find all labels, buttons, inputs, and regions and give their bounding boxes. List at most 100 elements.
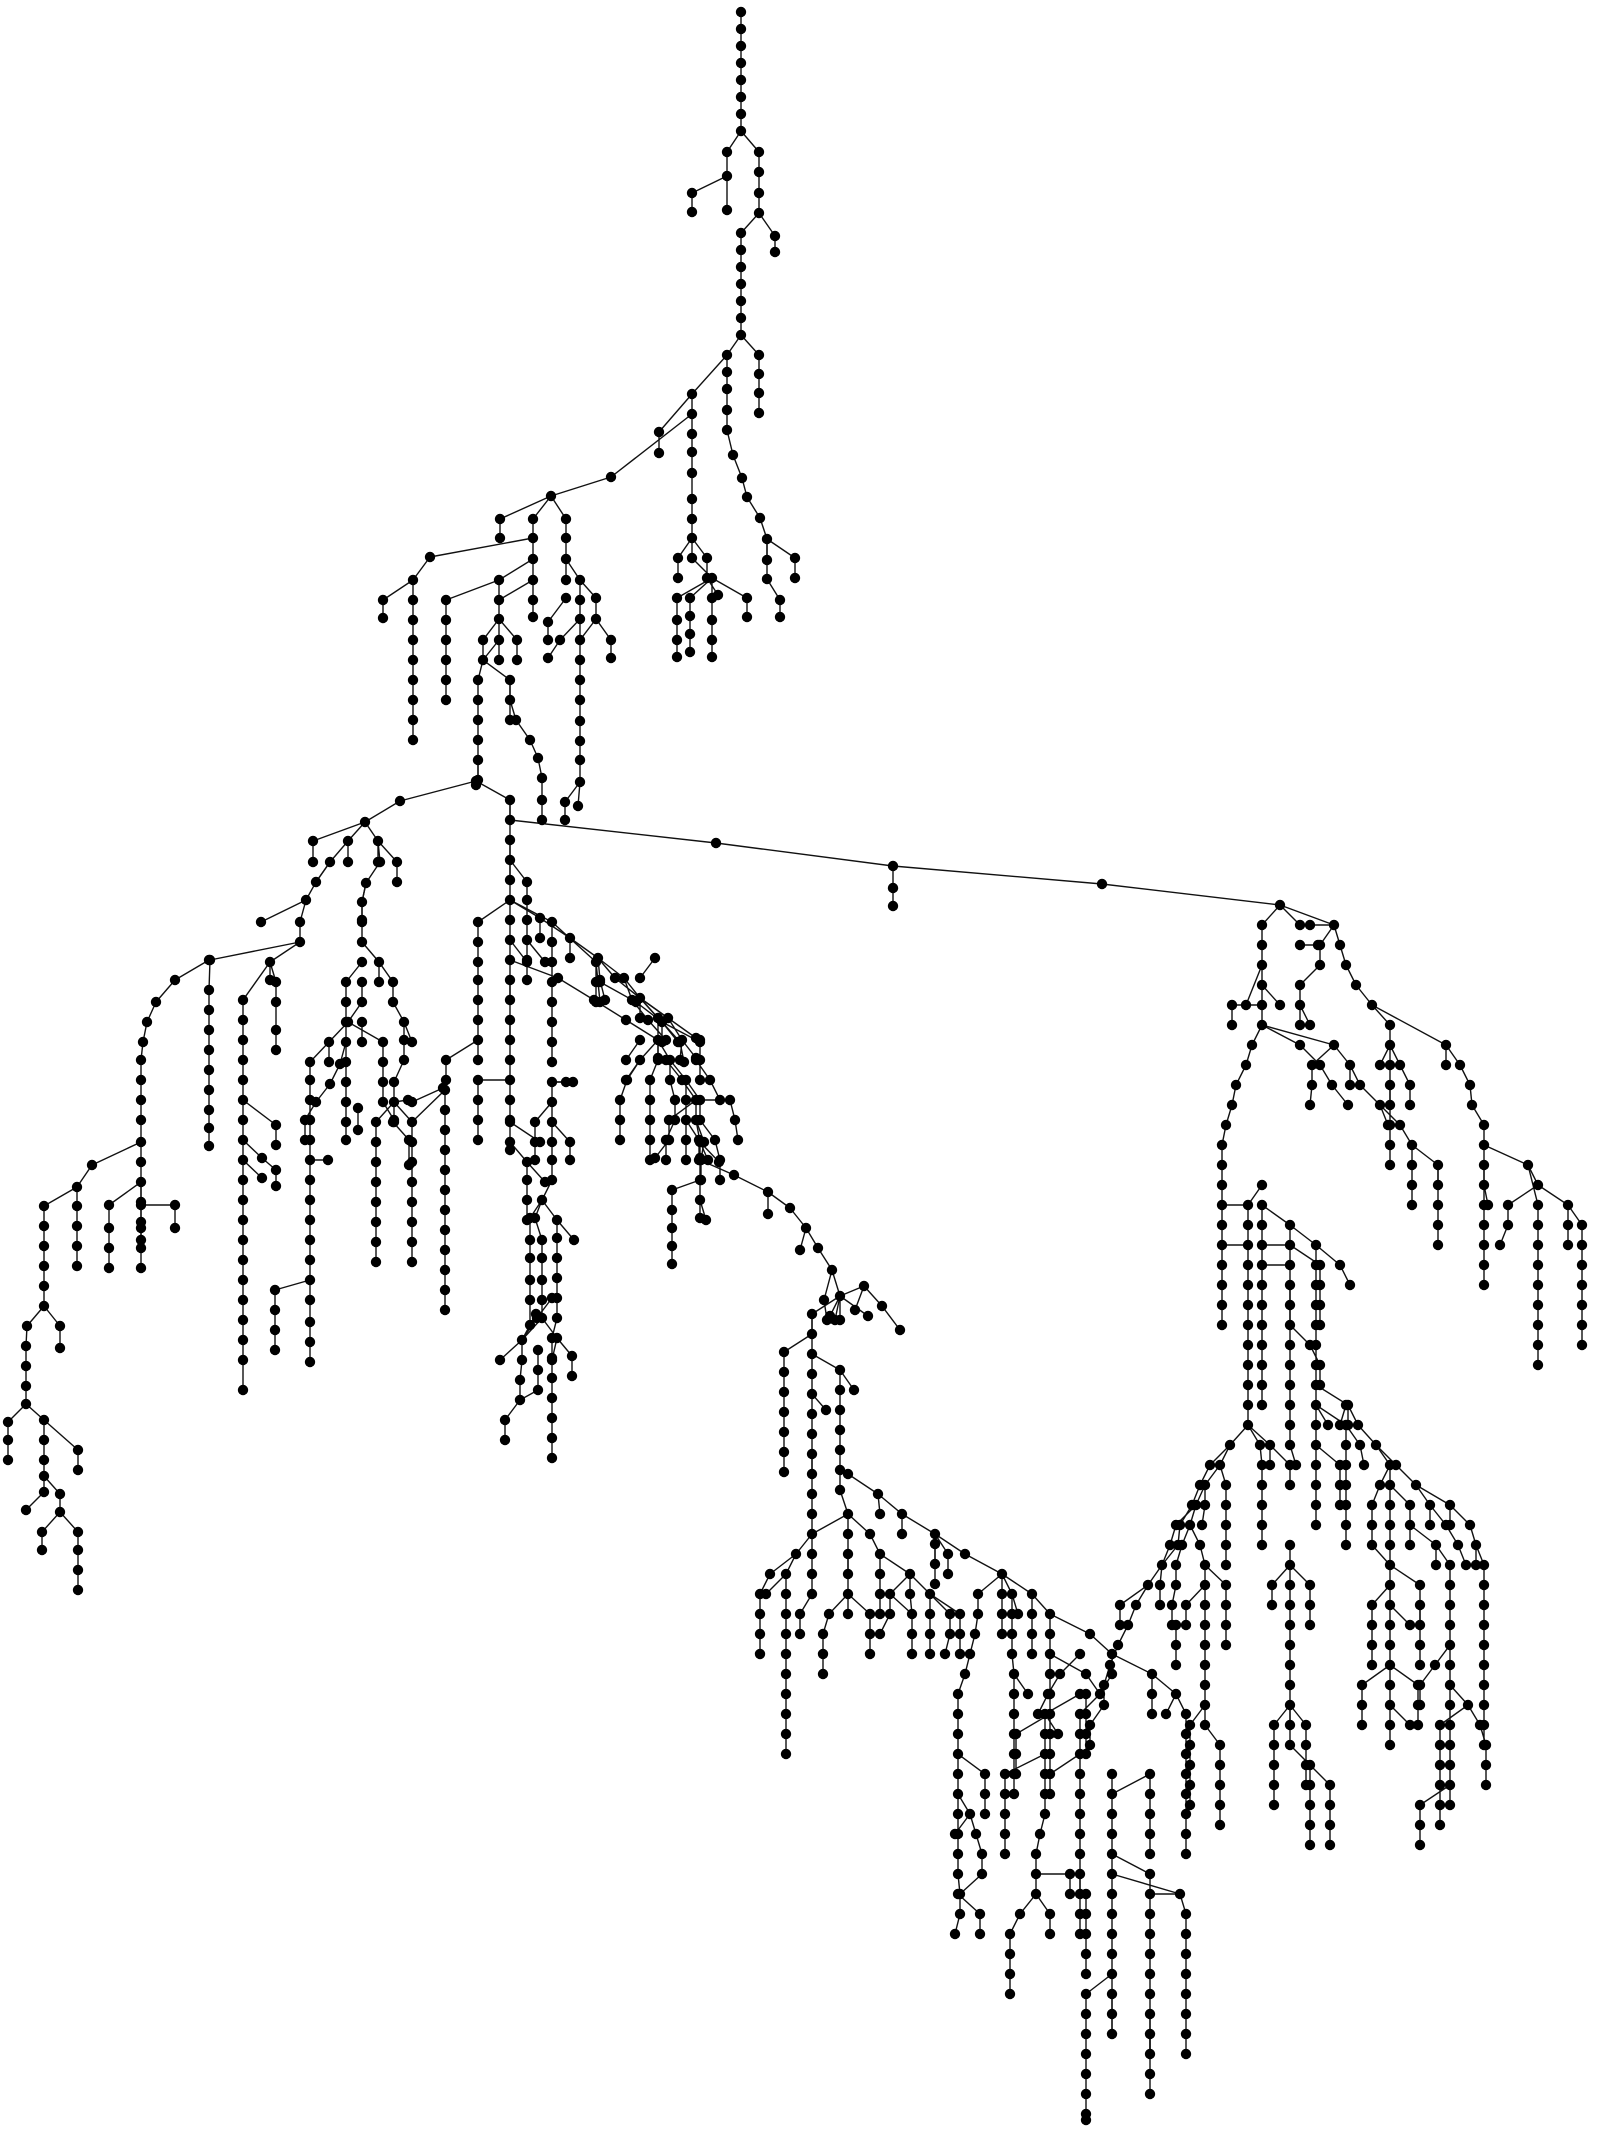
tree-node bbox=[472, 754, 484, 766]
tree-node bbox=[545, 490, 557, 502]
tree-node bbox=[1406, 1199, 1418, 1211]
tree-edge bbox=[811, 1513, 849, 1535]
tree-node bbox=[1284, 1719, 1296, 1731]
tree-node bbox=[521, 934, 533, 946]
tree-edge bbox=[1119, 1584, 1149, 1606]
tree-node bbox=[1334, 939, 1346, 951]
tree-node bbox=[1180, 2008, 1192, 2020]
tree-node bbox=[1184, 1739, 1196, 1751]
tree-node bbox=[1194, 1479, 1206, 1491]
tree-node bbox=[1170, 1579, 1182, 1591]
tree-node bbox=[1180, 1788, 1192, 1800]
tree-node bbox=[1478, 1699, 1490, 1711]
tree-node bbox=[1462, 1699, 1474, 1711]
tree-node bbox=[1216, 1179, 1228, 1191]
tree-node bbox=[842, 1608, 854, 1620]
tree-node bbox=[398, 1016, 410, 1028]
tree-node bbox=[437, 1082, 449, 1094]
tree-node bbox=[1216, 1159, 1228, 1171]
tree-node bbox=[539, 956, 551, 968]
tree-node bbox=[1562, 1199, 1574, 1211]
tree-node bbox=[1106, 1768, 1118, 1780]
tree-node bbox=[1216, 1239, 1228, 1251]
tree-node bbox=[760, 1588, 772, 1600]
tree-node bbox=[686, 532, 698, 544]
tree-node bbox=[1008, 1788, 1020, 1800]
tree-node bbox=[1106, 2008, 1118, 2020]
tree-node bbox=[1384, 1019, 1396, 1031]
tree-node bbox=[996, 1568, 1008, 1580]
tree-node bbox=[1180, 1988, 1192, 2000]
tree-node bbox=[1284, 1419, 1296, 1431]
tree-node bbox=[874, 1568, 886, 1580]
tree-node bbox=[1010, 1768, 1022, 1780]
tree-node bbox=[38, 1434, 50, 1446]
tree-edge bbox=[1101, 883, 1281, 906]
tree-node bbox=[304, 1234, 316, 1246]
tree-node bbox=[374, 856, 386, 868]
tree-node bbox=[1576, 1339, 1588, 1351]
tree-node bbox=[527, 532, 539, 544]
tree-node bbox=[906, 1608, 918, 1620]
tree-node bbox=[1304, 1779, 1316, 1791]
tree-node bbox=[634, 1012, 646, 1024]
tree-node bbox=[769, 230, 781, 242]
tree-node bbox=[1160, 1708, 1172, 1720]
tree-edge bbox=[715, 842, 894, 867]
tree-edge bbox=[957, 1753, 986, 1775]
tree-node bbox=[979, 1808, 991, 1820]
tree-node bbox=[887, 882, 899, 894]
tree-node bbox=[472, 994, 484, 1006]
tree-node bbox=[874, 1628, 886, 1640]
tree-node bbox=[1104, 1659, 1116, 1671]
tree-node bbox=[511, 654, 523, 666]
tree-node bbox=[924, 1628, 936, 1640]
tree-node bbox=[504, 934, 516, 946]
tree-node bbox=[377, 1096, 389, 1108]
tree-node bbox=[560, 574, 572, 586]
tree-node bbox=[1356, 1679, 1368, 1691]
tree-node bbox=[1044, 1648, 1056, 1660]
tree-edge bbox=[934, 1533, 966, 1555]
tree-node bbox=[304, 1056, 316, 1068]
tree-node bbox=[394, 795, 406, 807]
tree-node bbox=[1230, 1079, 1242, 1091]
tree-node bbox=[1170, 1688, 1182, 1700]
tree-node bbox=[1314, 959, 1326, 971]
tree-node bbox=[1414, 1659, 1426, 1671]
tree-node bbox=[996, 1628, 1008, 1640]
tree-node bbox=[1354, 1079, 1366, 1091]
tree-node bbox=[1384, 1059, 1396, 1071]
tree-node bbox=[1242, 1339, 1254, 1351]
tree-node bbox=[1478, 1279, 1490, 1291]
tree-node bbox=[644, 1094, 656, 1106]
tree-node bbox=[352, 1102, 364, 1114]
tree-node bbox=[237, 1354, 249, 1366]
tree-node bbox=[1328, 1039, 1340, 1051]
tree-node bbox=[764, 1568, 776, 1580]
tree-node bbox=[614, 1134, 626, 1146]
tree-node bbox=[842, 1548, 854, 1560]
tree-node bbox=[534, 912, 546, 924]
tree-node bbox=[1444, 1679, 1456, 1691]
tree-node bbox=[1214, 1779, 1226, 1791]
tree-node bbox=[504, 1054, 516, 1066]
tree-node bbox=[939, 1648, 951, 1660]
tree-node bbox=[377, 612, 389, 624]
tree-node bbox=[237, 1274, 249, 1286]
tree-node bbox=[342, 856, 354, 868]
tree-node bbox=[560, 532, 572, 544]
tree-edge bbox=[550, 476, 612, 497]
tree-node bbox=[373, 976, 385, 988]
tree-node bbox=[304, 1316, 316, 1328]
tree-node bbox=[1268, 1799, 1280, 1811]
tree-node bbox=[1254, 1439, 1266, 1451]
tree-node bbox=[1216, 1319, 1228, 1331]
tree-node bbox=[789, 572, 801, 584]
tree-node bbox=[103, 1222, 115, 1234]
tree-node bbox=[1199, 1619, 1211, 1631]
tree-node bbox=[294, 916, 306, 928]
tree-edge bbox=[108, 1181, 142, 1206]
tree-node bbox=[304, 1174, 316, 1186]
tree-edge bbox=[242, 961, 271, 1001]
